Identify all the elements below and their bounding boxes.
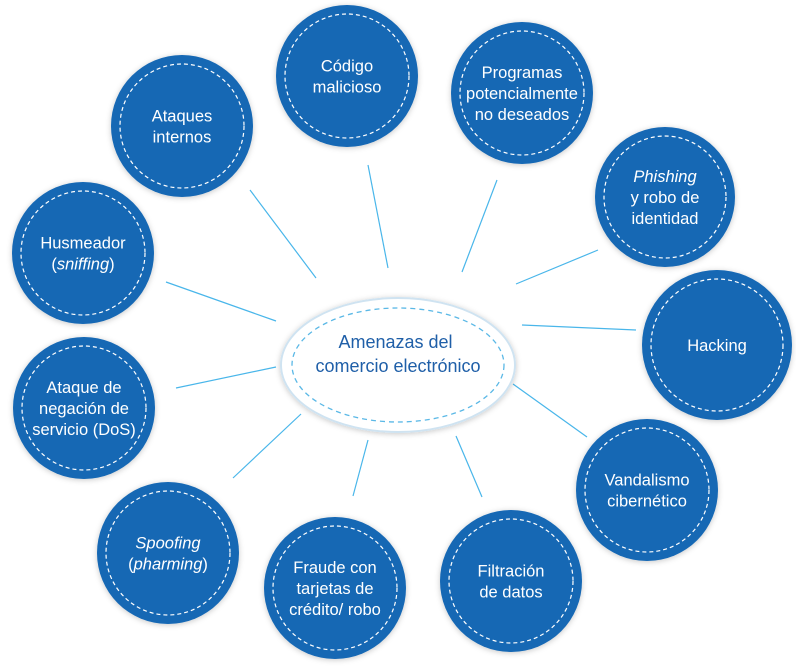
node-label-line: potencialmente	[466, 85, 578, 103]
node-circle	[111, 55, 253, 197]
node-label: Vandalismo cibernético	[605, 472, 690, 511]
node-label-line: Phishing	[633, 168, 697, 186]
node-label-line: (pharming)	[128, 556, 208, 574]
node-dashed-ring	[284, 13, 410, 139]
node-label-line: cibernético	[607, 493, 687, 511]
connector-dos	[175, 366, 277, 389]
node-programas-no-deseados: Programas potencialmente no deseados	[451, 22, 593, 164]
node-dashed-ring	[448, 518, 574, 644]
node-label-line: y robo de	[631, 189, 700, 207]
node-label-line: Programas	[482, 64, 563, 82]
node-circle	[13, 337, 155, 479]
connector-ataques-internos	[249, 189, 317, 279]
node-dashed-ring	[603, 135, 727, 259]
node-dashed-ring	[650, 278, 784, 412]
node-label-line: (sniffing)	[51, 256, 114, 274]
node-circle	[276, 5, 418, 147]
connector-filtracion	[455, 435, 483, 498]
node-label-line: Vandalismo	[605, 472, 690, 490]
node-label: Código malicioso	[313, 58, 382, 97]
node-circle	[97, 482, 239, 624]
connector-fraude	[352, 439, 369, 497]
node-label: Ataque de negación de servicio (DoS)	[32, 379, 136, 439]
node-label-line: Spoofing	[135, 535, 201, 553]
connector-codigo-malicioso	[367, 164, 389, 269]
node-filtracion: Filtración de datos	[440, 510, 582, 652]
node-label-line: Ataques	[152, 108, 213, 126]
connector-lines	[165, 164, 637, 498]
node-label-line: de datos	[479, 584, 542, 602]
node-circle	[264, 517, 406, 659]
node-label-line: internos	[153, 129, 212, 147]
node-label: Hacking	[687, 337, 747, 355]
node-fraude: Fraude con tarjetas de crédito/ robo	[264, 517, 406, 659]
node-dashed-ring	[459, 30, 585, 156]
node-label: Ataques internos	[152, 108, 213, 147]
node-label: Programas potencialmente no deseados	[466, 64, 578, 124]
node-label-line: no deseados	[475, 106, 570, 124]
node-label-line: Ataque de	[46, 379, 121, 397]
node-label-line: Husmeador	[40, 235, 126, 253]
node-label-line: negación de	[39, 400, 129, 418]
node-label-line: Filtración	[478, 563, 545, 581]
node-dashed-ring	[272, 525, 398, 651]
connector-hacking	[521, 324, 637, 331]
node-circle	[451, 22, 593, 164]
connector-husmeador	[165, 281, 277, 322]
node-circle	[440, 510, 582, 652]
node-hacking: Hacking	[642, 270, 792, 420]
connector-vandalismo	[512, 383, 588, 438]
node-label-line: malicioso	[313, 79, 382, 97]
node-circle	[595, 127, 735, 267]
node-label: Husmeador (sniffing)	[40, 235, 126, 274]
node-label-line: Hacking	[687, 337, 747, 355]
node-dashed-ring	[20, 190, 146, 316]
node-dashed-ring	[119, 63, 245, 189]
center-title-line-1: Amenazas del	[338, 332, 452, 352]
node-label-line: identidad	[632, 210, 699, 228]
threat-nodes: Código malicioso Programas potencialmente no…	[12, 5, 792, 659]
node-circle	[12, 182, 154, 324]
center-title: Amenazas del comercio electrónico	[315, 332, 480, 376]
node-dashed-ring	[105, 490, 231, 616]
center-ellipse-dash	[291, 307, 505, 423]
node-codigo-malicioso: Código malicioso	[276, 5, 418, 147]
node-label-line: Fraude con	[293, 559, 376, 577]
connector-programas-no-deseados	[461, 179, 498, 273]
node-circle	[642, 270, 792, 420]
node-circle	[576, 419, 718, 561]
center-ellipse-body	[280, 297, 516, 433]
node-label-line: tarjetas de	[296, 580, 373, 598]
node-ataques-internos: Ataques internos	[111, 55, 253, 197]
node-label: Spoofing (pharming)	[128, 535, 208, 574]
node-spoofing: Spoofing (pharming)	[97, 482, 239, 624]
connector-spoofing	[232, 413, 302, 479]
node-label: Fraude con tarjetas de crédito/ robo	[289, 559, 381, 619]
node-label-line: Código	[321, 58, 373, 76]
node-label: Phishing y robo de identidad	[631, 168, 700, 228]
center-title-line-2: comercio electrónico	[315, 356, 480, 376]
connector-phishing	[515, 249, 599, 285]
node-vandalismo: Vandalismo cibernético	[576, 419, 718, 561]
center-ellipse: Amenazas del comercio electrónico	[280, 297, 516, 433]
node-phishing: Phishing y robo de identidad	[595, 127, 735, 267]
node-label: Filtración de datos	[478, 563, 545, 602]
node-label-line: servicio (DoS)	[32, 421, 136, 439]
node-dashed-ring	[21, 345, 147, 471]
node-husmeador: Husmeador (sniffing)	[12, 182, 154, 324]
node-dashed-ring	[584, 427, 710, 553]
node-dos: Ataque de negación de servicio (DoS)	[13, 337, 155, 479]
node-label-line: crédito/ robo	[289, 601, 381, 619]
